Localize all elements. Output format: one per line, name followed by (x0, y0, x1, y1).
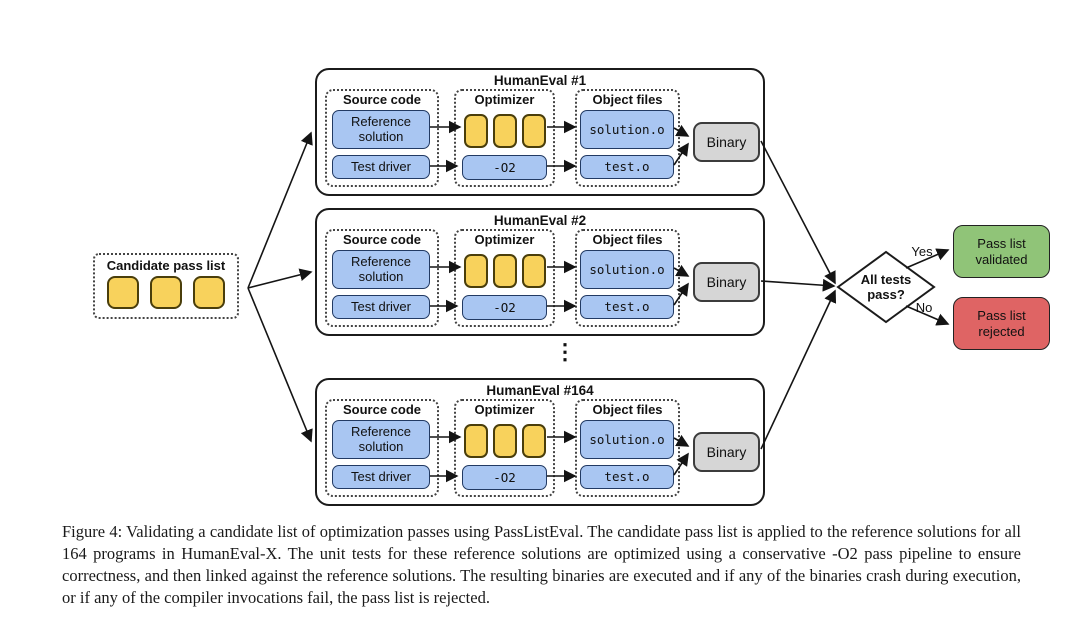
flow-arrow (760, 289, 837, 450)
candidate-pass-squares (107, 276, 225, 309)
flow-arrow (247, 287, 313, 443)
pass-icon (150, 276, 182, 309)
object-files-group: Object files solution.o test.o (575, 399, 680, 497)
panel-title: HumanEval #2 (493, 213, 587, 228)
reference-solution-box: Reference solution (332, 110, 430, 149)
pass-icon (463, 114, 488, 148)
pass-icon (521, 424, 546, 458)
solution-object-box: solution.o (580, 250, 674, 289)
decision-question: All tests pass? (860, 272, 912, 303)
solution-object-box: solution.o (580, 420, 674, 459)
flow-arrow (247, 131, 313, 289)
pass-icon (463, 424, 488, 458)
reference-solution-box: Reference solution (332, 250, 430, 289)
pass-icon (107, 276, 139, 309)
pass-icon (463, 254, 488, 288)
optimizer-heading: Optimizer (474, 402, 535, 417)
binary-box: Binary (693, 432, 760, 472)
candidate-pass-list: Candidate pass list (93, 253, 239, 319)
test-object-box: test.o (580, 465, 674, 489)
source-code-heading: Source code (342, 402, 422, 417)
no-label: No (915, 300, 933, 315)
optimizer-group: Optimizer -O2 (454, 229, 555, 327)
object-files-group: Object files solution.o test.o (575, 229, 680, 327)
candidate-pass-list-label: Candidate pass list (106, 258, 226, 273)
o2-box: -O2 (462, 465, 547, 490)
pass-icon (492, 254, 517, 288)
yes-label: Yes (911, 244, 933, 259)
pass-icon (492, 114, 517, 148)
object-files-heading: Object files (592, 232, 663, 247)
flow-arrow (760, 140, 836, 285)
optimizer-heading: Optimizer (474, 232, 535, 247)
o2-box: -O2 (462, 155, 547, 180)
test-driver-box: Test driver (332, 295, 430, 319)
humaneval-panel-1: HumanEval #1 Source code Reference solut… (315, 68, 765, 196)
object-files-group: Object files solution.o test.o (575, 89, 680, 187)
optimizer-pass-squares (456, 254, 553, 288)
optimizer-group: Optimizer -O2 (454, 89, 555, 187)
solution-object-box: solution.o (580, 110, 674, 149)
pass-icon (492, 424, 517, 458)
pass-icon (521, 254, 546, 288)
ellipsis-dots: ⋮ (554, 339, 576, 364)
binary-box: Binary (693, 262, 760, 302)
optimizer-pass-squares (456, 114, 553, 148)
source-code-group: Source code Reference solution Test driv… (325, 229, 439, 327)
source-code-heading: Source code (342, 232, 422, 247)
humaneval-panel-2: HumanEval #2 Source code Reference solut… (315, 208, 765, 336)
pass-list-validated-box: Pass list validated (953, 225, 1050, 278)
humaneval-panel-164: HumanEval #164 Source code Reference sol… (315, 378, 765, 506)
test-driver-box: Test driver (332, 155, 430, 179)
reference-solution-box: Reference solution (332, 420, 430, 459)
object-files-heading: Object files (592, 402, 663, 417)
source-code-heading: Source code (342, 92, 422, 107)
binary-box: Binary (693, 122, 760, 162)
optimizer-group: Optimizer -O2 (454, 399, 555, 497)
optimizer-pass-squares (456, 424, 553, 458)
object-files-heading: Object files (592, 92, 663, 107)
panel-title: HumanEval #164 (486, 383, 594, 398)
panel-title: HumanEval #1 (493, 73, 587, 88)
test-object-box: test.o (580, 155, 674, 179)
test-driver-box: Test driver (332, 465, 430, 489)
flow-arrow (247, 268, 313, 289)
pass-icon (193, 276, 225, 309)
test-object-box: test.o (580, 295, 674, 319)
pass-list-rejected-box: Pass list rejected (953, 297, 1050, 350)
figure-caption: Figure 4: Validating a candidate list of… (62, 522, 1021, 607)
optimizer-heading: Optimizer (474, 92, 535, 107)
o2-box: -O2 (462, 295, 547, 320)
source-code-group: Source code Reference solution Test driv… (325, 399, 439, 497)
pass-icon (521, 114, 546, 148)
flow-arrow (760, 278, 836, 292)
source-code-group: Source code Reference solution Test driv… (325, 89, 439, 187)
